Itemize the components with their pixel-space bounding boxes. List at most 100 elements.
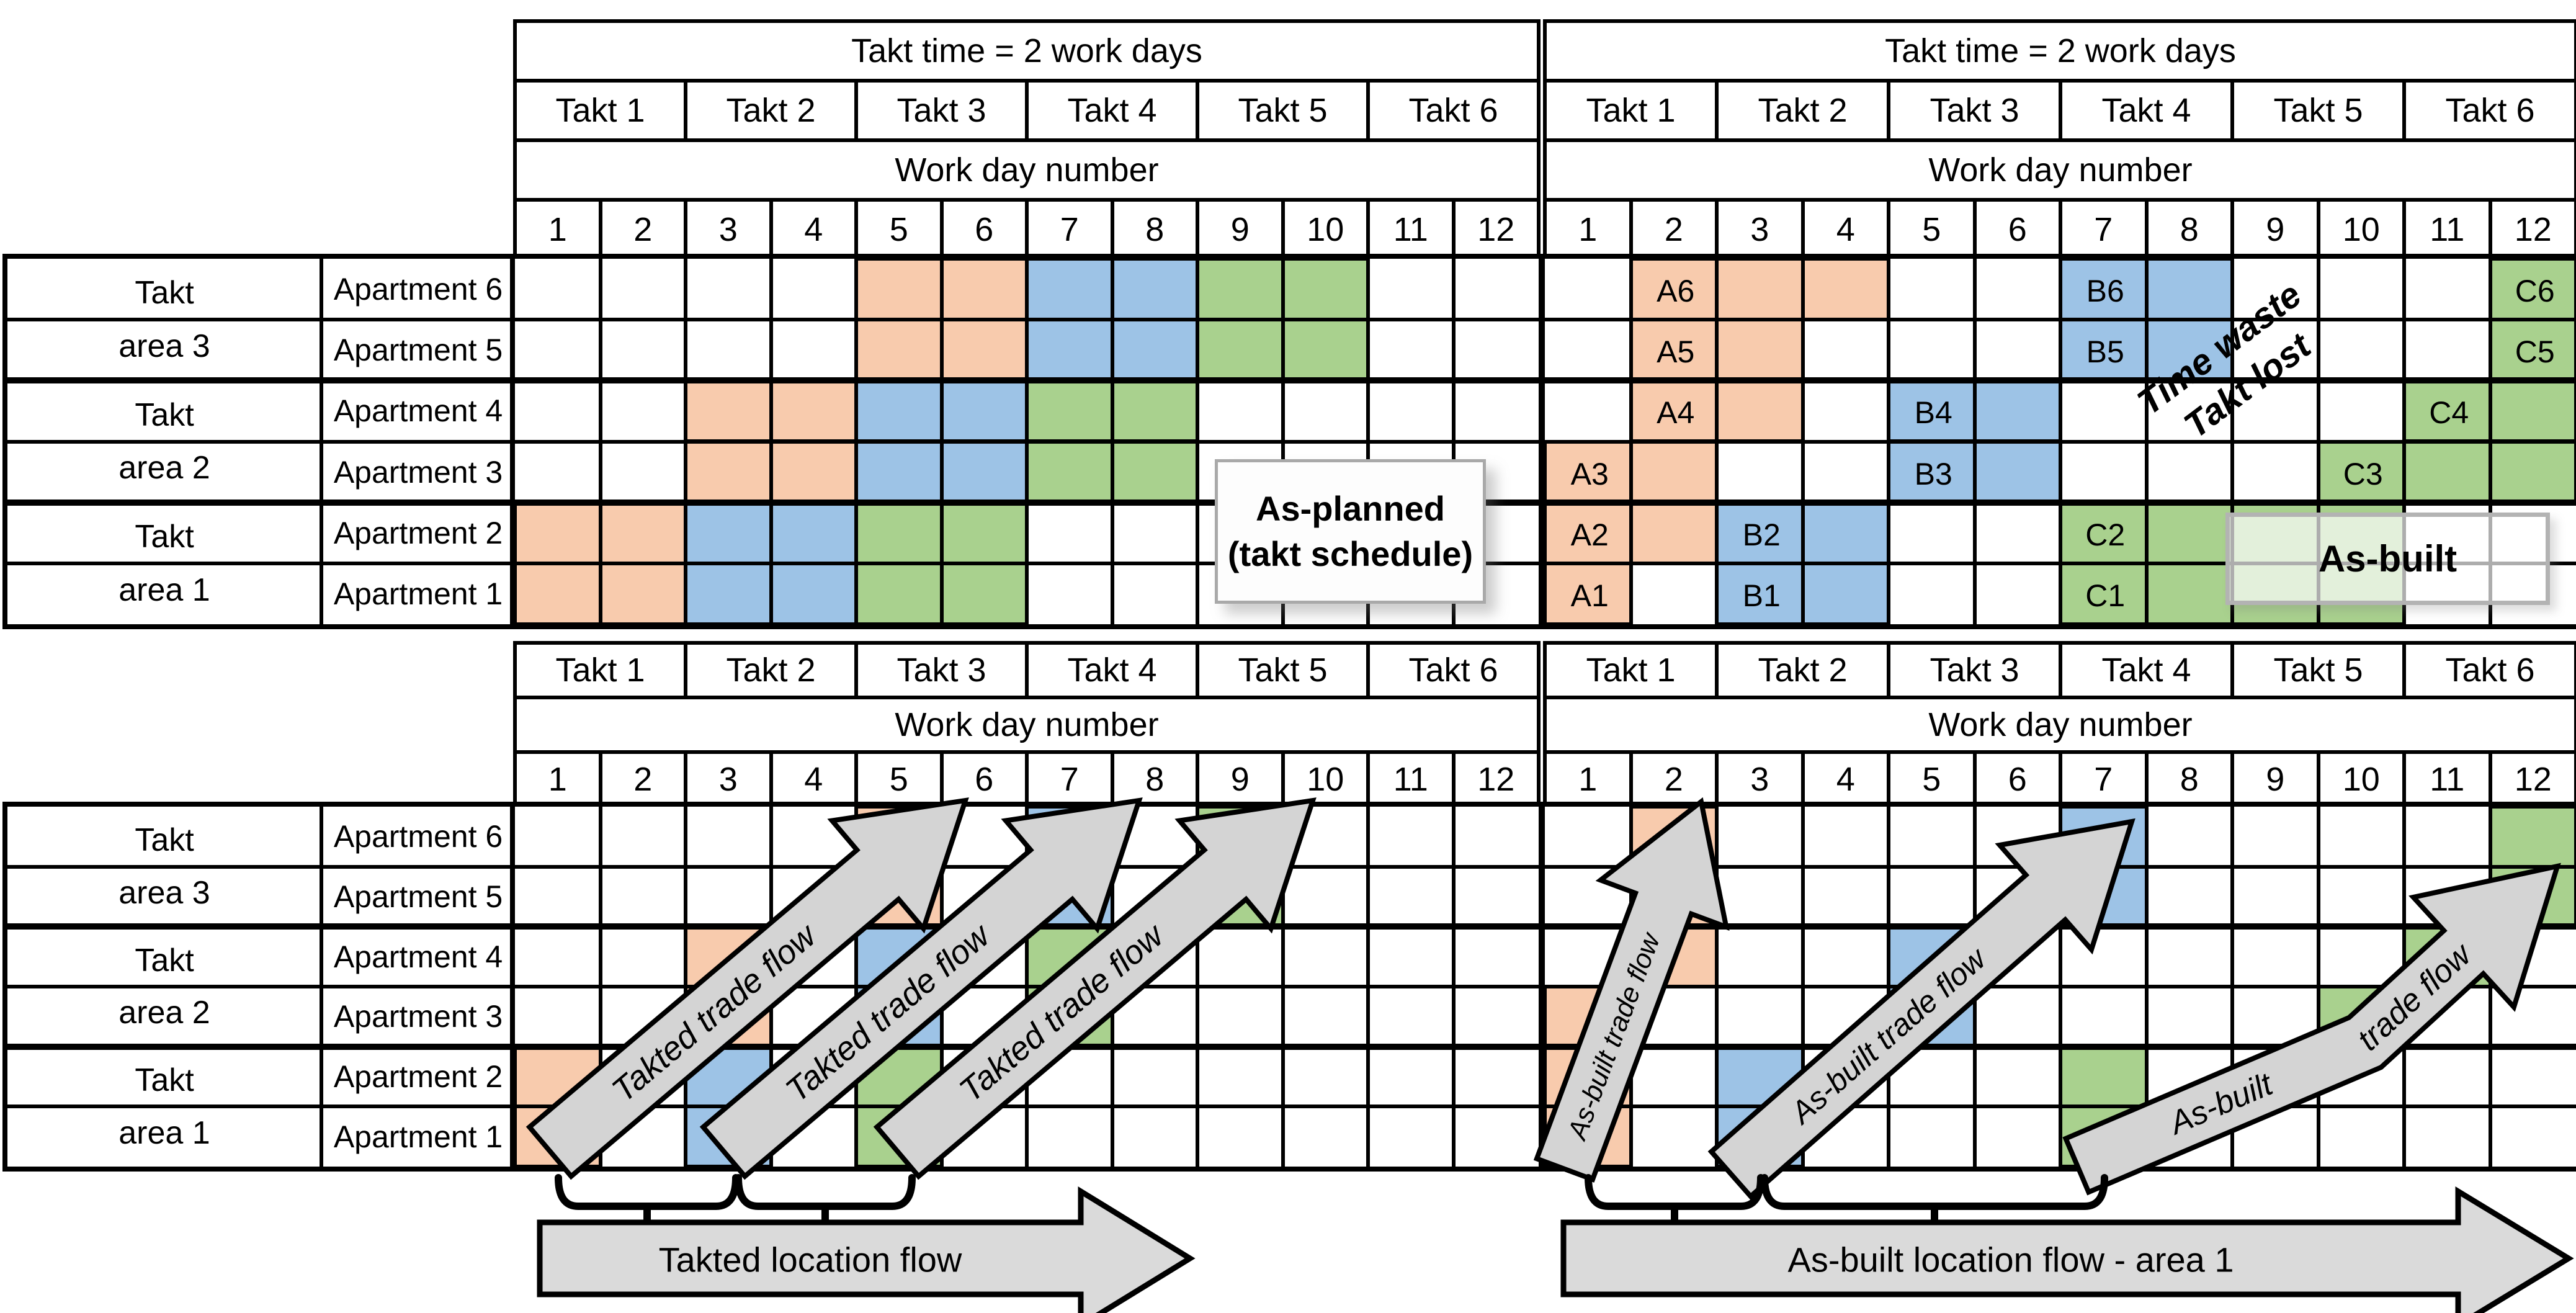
day-number-cell: 4 bbox=[769, 198, 858, 261]
day-number-cell: 8 bbox=[1110, 198, 1199, 261]
takt-header-cell: Takt 3 bbox=[854, 641, 1029, 699]
takt-header-cell: Takt 1 bbox=[1543, 641, 1719, 699]
work-day-header: Work day number bbox=[1543, 696, 2576, 754]
row-line bbox=[7, 985, 515, 988]
as-planned-subtitle: (takt schedule) bbox=[1227, 534, 1474, 573]
schedule-block bbox=[2402, 925, 2492, 988]
grid-hline bbox=[515, 439, 1539, 444]
apartment-label: Apartment 4 bbox=[333, 393, 503, 429]
day-number-cell: 12 bbox=[2488, 750, 2576, 809]
day-number-cell: 7 bbox=[1025, 750, 1114, 809]
day-number-cell: 3 bbox=[1715, 750, 1805, 809]
area-label-line1: Takt bbox=[135, 942, 194, 979]
row-line bbox=[7, 864, 515, 869]
area-label-line2: area 2 bbox=[119, 995, 210, 1031]
block-label: C5 bbox=[2515, 334, 2555, 370]
block-label: A3 bbox=[1570, 456, 1609, 491]
schedule-block-C5: C5 bbox=[2488, 318, 2576, 383]
day-number-cell: 10 bbox=[1281, 750, 1370, 809]
asbuilt-location-flow-arrow-label: As-built location flow - area 1 bbox=[1787, 1240, 2234, 1279]
schedule-block bbox=[1629, 805, 1719, 988]
grid-hline bbox=[515, 561, 1539, 565]
takt-area-label: Takt area 3 bbox=[7, 259, 321, 380]
area-label-line2: area 2 bbox=[119, 450, 210, 486]
takted-location-flow-arrow bbox=[537, 1186, 1196, 1313]
takt-header-cell: Takt 1 bbox=[1543, 79, 1719, 142]
grid-takted-trade-flow bbox=[513, 805, 1539, 1168]
area-label-line2: area 3 bbox=[119, 874, 210, 911]
day-number-cell: 12 bbox=[1451, 198, 1541, 261]
day-number-cell: 1 bbox=[513, 198, 602, 261]
day-number-cell: 1 bbox=[1543, 198, 1633, 261]
day-number-cell: 9 bbox=[1196, 198, 1285, 261]
block-label: B5 bbox=[2086, 334, 2124, 370]
day-number-cell: 11 bbox=[1366, 750, 1456, 809]
takt-header-cell: Takt 5 bbox=[2230, 79, 2406, 142]
grid-hline bbox=[1545, 439, 2576, 444]
day-number-cell: 2 bbox=[1629, 198, 1719, 261]
schedule-block-C6: C6 bbox=[2488, 257, 2576, 322]
day-number-cell: 1 bbox=[513, 750, 602, 809]
apartment-label: Apartment 3 bbox=[333, 999, 503, 1034]
apartment-label: Apartment 1 bbox=[333, 576, 503, 611]
takt-header-cell: Takt 6 bbox=[2402, 641, 2576, 699]
area-label-line1: Takt bbox=[135, 275, 194, 311]
day-number-cell: 10 bbox=[2316, 198, 2406, 261]
as-planned-label-box: As-planned (takt schedule) bbox=[1215, 459, 1486, 604]
grid-as-built-trade-flow bbox=[1543, 805, 2576, 1168]
block-label: C2 bbox=[2085, 517, 2126, 552]
day-number-cell: 2 bbox=[598, 750, 687, 809]
grid-as-planned bbox=[513, 257, 1539, 626]
row-line bbox=[7, 923, 515, 930]
block-label: B6 bbox=[2086, 274, 2124, 309]
takt-header-cell: Takt 6 bbox=[2402, 79, 2576, 142]
grid-hline bbox=[1545, 1105, 2576, 1109]
block-label: C6 bbox=[2515, 274, 2555, 309]
grid-hline bbox=[1545, 985, 2576, 988]
day-number-cell: 12 bbox=[1451, 750, 1541, 809]
grid-hline bbox=[515, 923, 1539, 930]
grid-hline bbox=[1545, 923, 2576, 930]
apartment-label: Apartment 4 bbox=[333, 939, 503, 974]
takt-header-cell: Takt 5 bbox=[1196, 79, 1370, 142]
grid-hline bbox=[1545, 561, 2576, 565]
block-label: A1 bbox=[1570, 578, 1609, 613]
block-label: A4 bbox=[1657, 395, 1695, 431]
area-label-line2: area 3 bbox=[119, 328, 210, 364]
day-number-cell: 9 bbox=[2230, 198, 2320, 261]
grid-hline bbox=[515, 377, 1539, 384]
grid-hline bbox=[515, 985, 1539, 988]
block-label: A6 bbox=[1657, 274, 1695, 309]
work-day-header: Work day number bbox=[1543, 138, 2576, 202]
day-number-cell: 7 bbox=[1025, 198, 1114, 261]
apartment-label: Apartment 5 bbox=[333, 333, 503, 368]
day-number-cell: 5 bbox=[854, 750, 944, 809]
apartment-label: Apartment 1 bbox=[333, 1119, 503, 1154]
grid-hline bbox=[515, 1105, 1539, 1109]
block-label: B3 bbox=[1914, 456, 1952, 491]
grid-hline bbox=[1545, 318, 2576, 322]
day-number-cell: 6 bbox=[939, 198, 1029, 261]
takt-header-cell: Takt 5 bbox=[2230, 641, 2406, 699]
work-day-header: Work day number bbox=[513, 696, 1541, 754]
apartment-label: Apartment 3 bbox=[333, 454, 503, 490]
apartment-label: Apartment 2 bbox=[333, 515, 503, 550]
day-number-cell: 8 bbox=[2144, 750, 2234, 809]
handoff-brace-3 bbox=[1585, 1174, 1764, 1210]
day-number-cell: 7 bbox=[2059, 198, 2149, 261]
day-number-cell: 4 bbox=[769, 750, 858, 809]
takt-header-cell: Takt 3 bbox=[854, 79, 1029, 142]
block-label: C4 bbox=[2429, 395, 2469, 431]
block-label: B4 bbox=[1914, 395, 1952, 431]
area-label-line2: area 1 bbox=[119, 571, 210, 608]
grid-hline bbox=[515, 864, 1539, 869]
takt-header-cell: Takt 6 bbox=[1366, 641, 1541, 699]
row-line bbox=[7, 318, 515, 322]
takt-header-cell: Takt 2 bbox=[684, 79, 858, 142]
